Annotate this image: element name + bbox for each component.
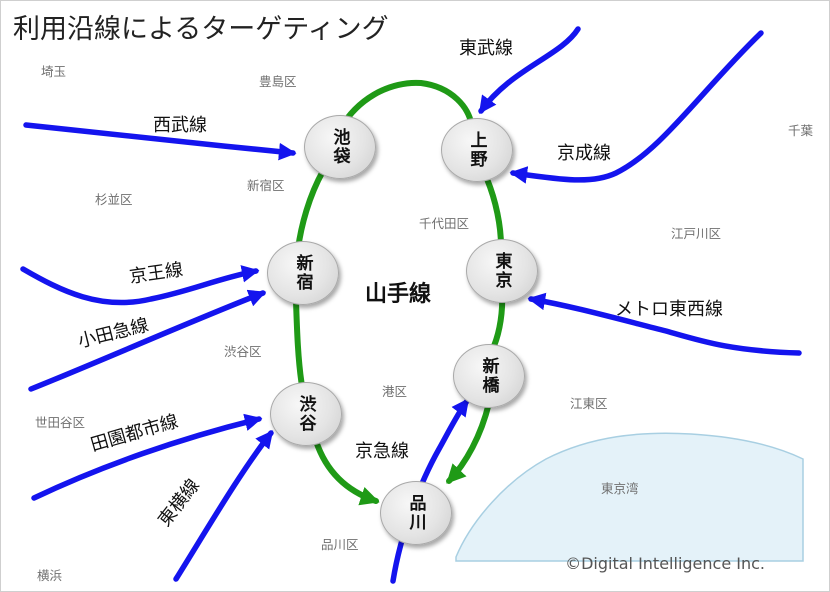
keio-line-path	[20, 265, 260, 306]
odakyu-line-path	[28, 289, 267, 392]
station-shibuya: 渋谷	[270, 382, 342, 446]
area-label-shinagawa-ku: 品川区	[321, 537, 359, 552]
yamanote-segment-ikebukuro-shinjuku	[295, 168, 326, 252]
station-tokyo: 東京	[466, 239, 538, 303]
station-ikebukuro: 池袋	[304, 115, 376, 179]
station-label-ikebukuro: 池袋	[329, 128, 350, 166]
line-label-metro-tozai: メトロ東西線	[615, 299, 723, 320]
area-label-chiyoda: 千代田区	[419, 216, 470, 231]
yamanote-segment-north	[330, 79, 474, 146]
page-title: 利用沿線によるターゲティング	[13, 14, 389, 45]
seibu-line-path	[23, 122, 297, 161]
station-label-shinjuku: 新宿	[292, 254, 313, 292]
area-label-shibuya-ku: 渋谷区	[224, 344, 262, 359]
toyoko-line-path	[173, 430, 274, 582]
line-label-keisei: 京成線	[557, 143, 611, 164]
keikyu-line-path	[390, 398, 470, 584]
station-label-shinagawa: 品川	[405, 494, 426, 532]
station-ueno: 上野	[441, 118, 513, 182]
area-label-toshima: 豊島区	[259, 74, 297, 89]
station-shinjuku: 新宿	[267, 241, 339, 305]
line-label-seibu: 西武線	[153, 115, 207, 136]
area-label-suginami: 杉並区	[95, 192, 133, 207]
yamanote-segment-shinjuku-shibuya	[293, 298, 305, 389]
area-label-koto: 江東区	[570, 396, 608, 411]
yamanote-segment-shimbashi-shinagawa	[446, 400, 492, 484]
line-label-tobu: 東武線	[459, 38, 513, 59]
tokyo-bay-shape	[455, 432, 804, 562]
station-shimbashi: 新橋	[453, 344, 525, 408]
area-label-tokyo-bay: 東京湾	[601, 481, 639, 496]
station-label-shimbashi: 新橋	[478, 357, 499, 395]
denentoshi-line-path	[31, 413, 263, 501]
feeder-lines	[20, 26, 802, 584]
metro-tozai-line-path	[527, 292, 802, 356]
area-label-setagaya: 世田谷区	[35, 415, 86, 430]
yamanote-label: 山手線	[365, 282, 432, 307]
area-label-saitama: 埼玉	[41, 64, 67, 79]
area-label-chiba: 千葉	[788, 123, 814, 138]
yamanote-segment-ueno-tokyo	[484, 176, 504, 249]
yamanote-segment-shibuya-shinagawa	[313, 438, 380, 506]
station-label-ueno: 上野	[466, 131, 487, 169]
area-label-edogawa: 江戸川区	[671, 226, 722, 241]
station-label-tokyo: 東京	[491, 252, 512, 290]
copyright-text: ©Digital Intelligence Inc.	[565, 554, 765, 573]
tobu-line-path	[478, 26, 581, 114]
station-label-shibuya: 渋谷	[295, 395, 316, 433]
line-label-keikyu: 京急線	[355, 441, 409, 462]
keisei-line-path	[509, 30, 764, 184]
area-label-shinjuku-ku: 新宿区	[247, 178, 285, 193]
station-shinagawa: 品川	[380, 481, 452, 545]
area-label-minato: 港区	[382, 384, 408, 399]
area-label-yokohama: 横浜	[37, 568, 63, 583]
